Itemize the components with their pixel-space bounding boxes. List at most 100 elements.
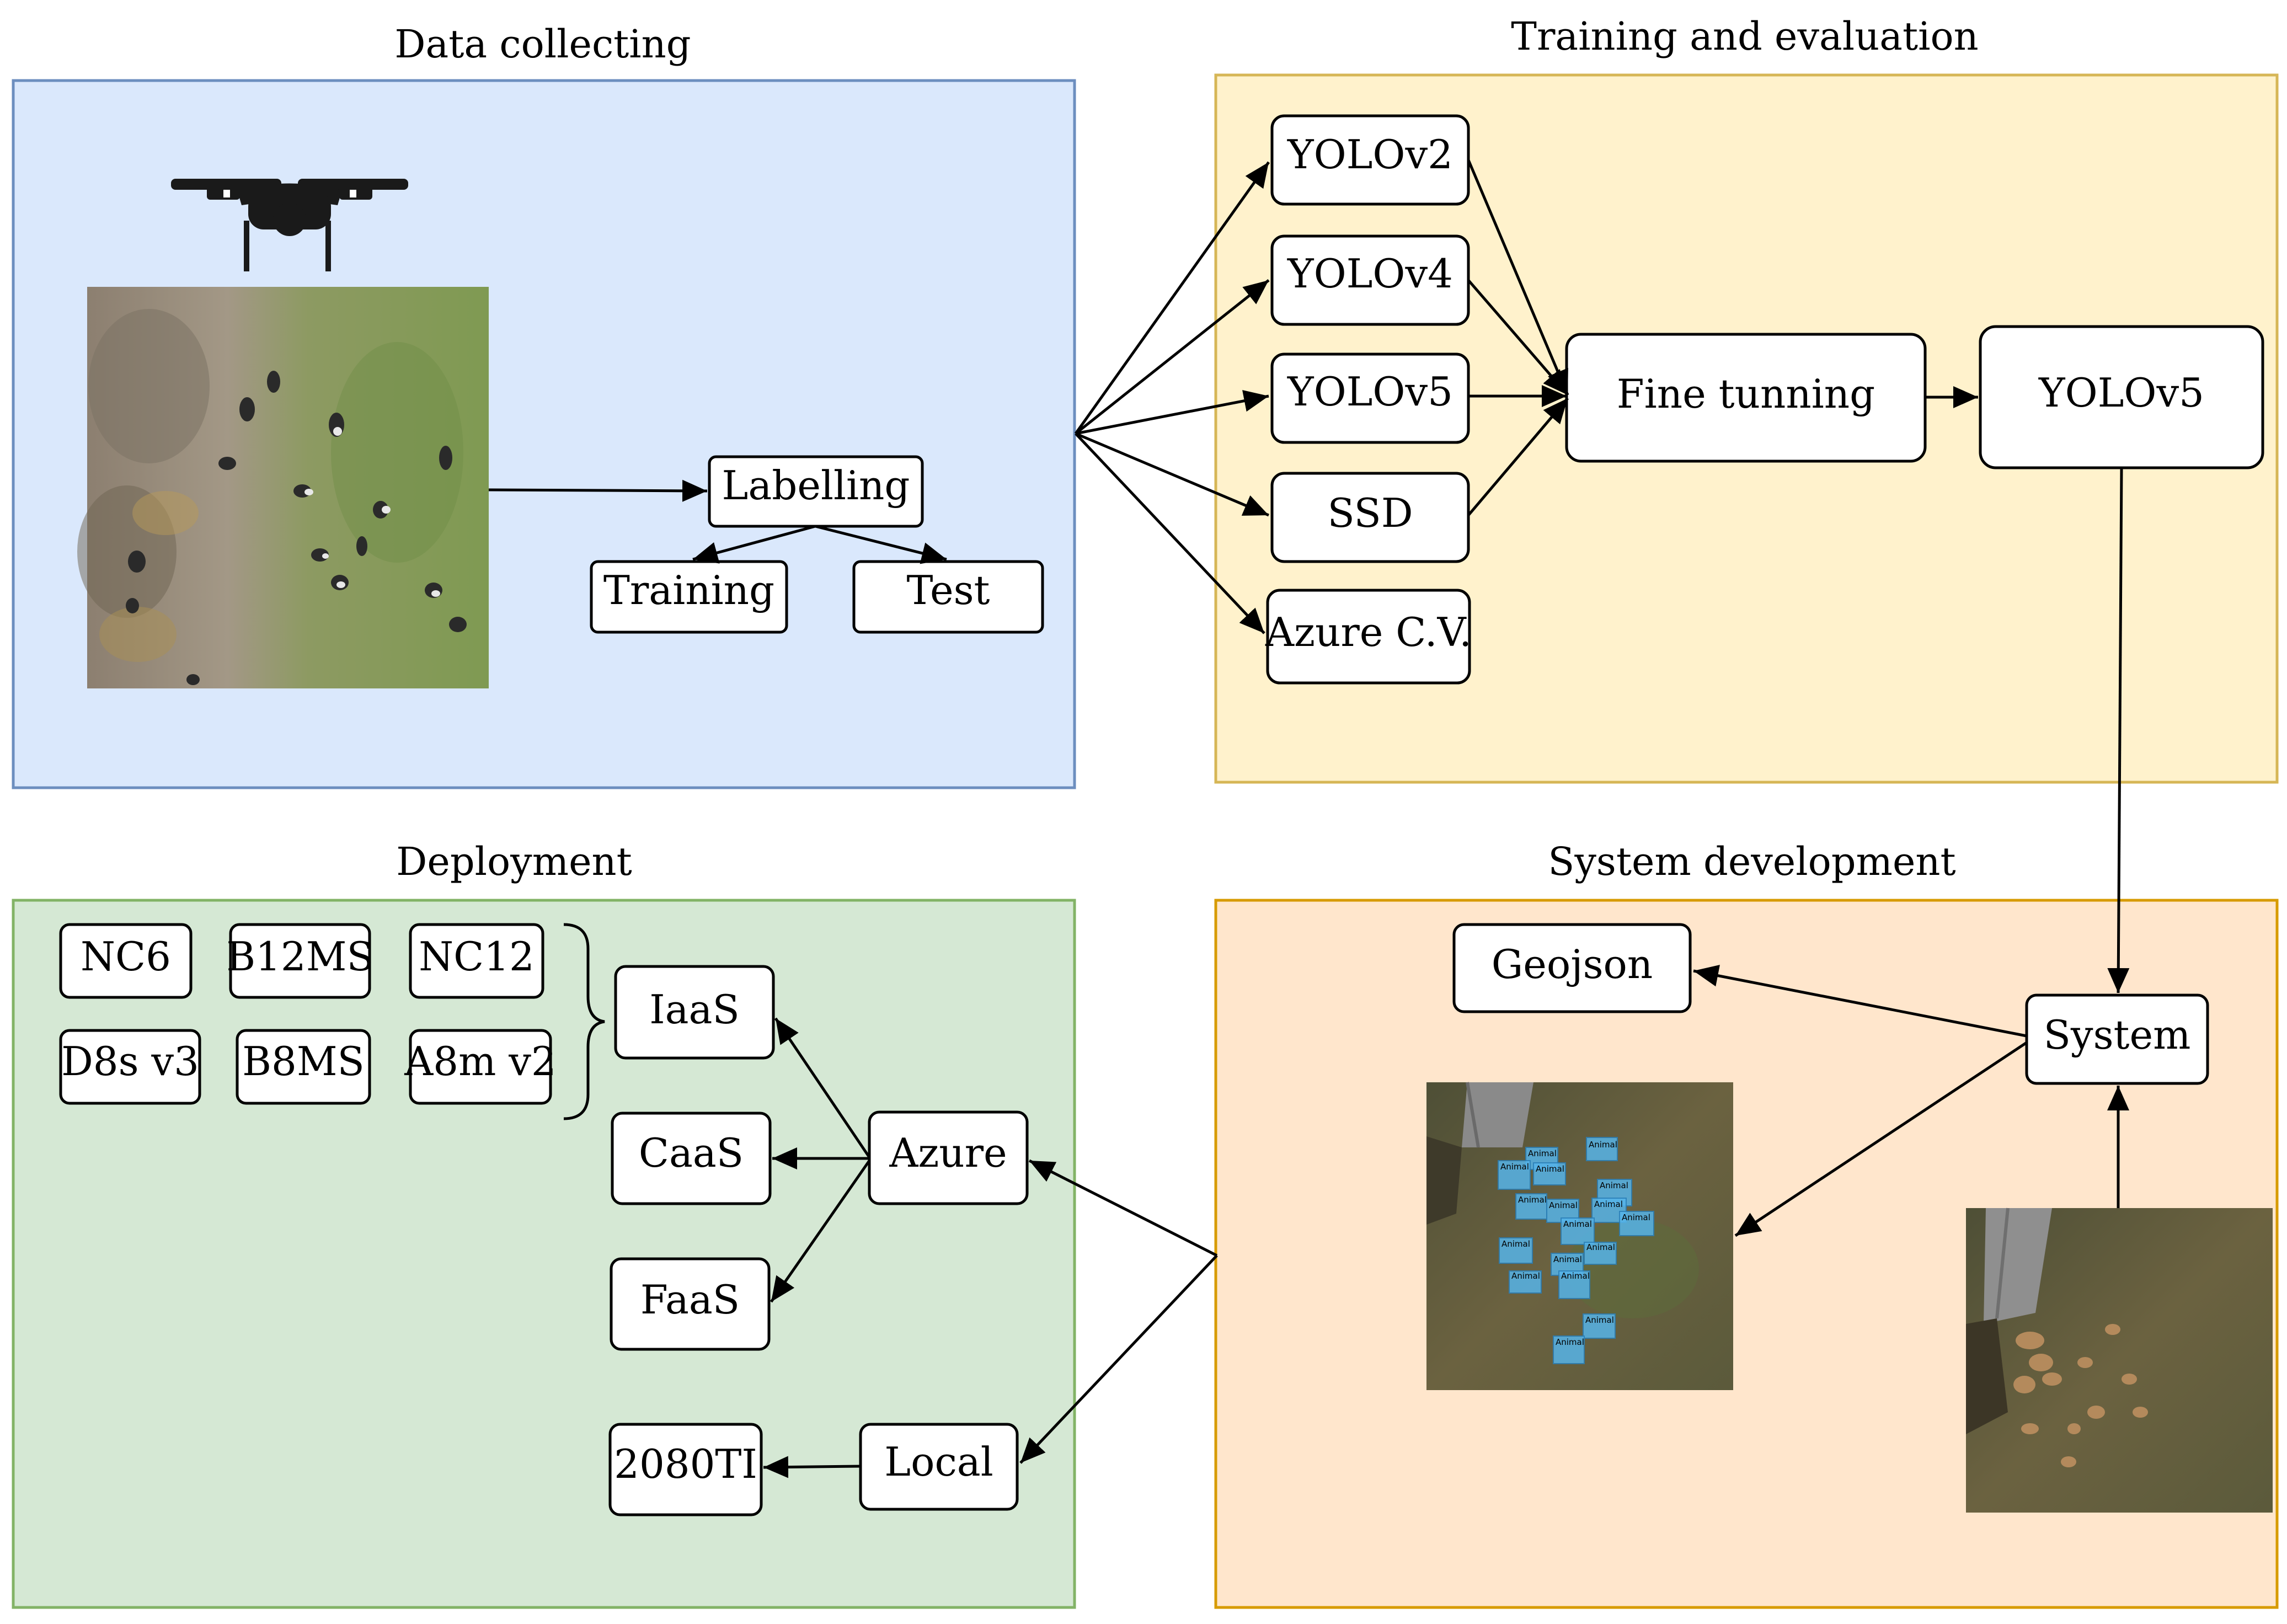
yolov4-label: YOLOv4: [1287, 250, 1453, 297]
geojson-label: Geojson: [1492, 941, 1653, 987]
aerial-barn-photo: [1966, 1208, 2273, 1513]
labelling-label: Labelling: [722, 462, 910, 509]
yolov5-candidate-label: YOLOv5: [1287, 368, 1453, 415]
edge-labelling-to-training: [692, 525, 816, 564]
detection-tag: Animal: [1584, 1242, 1617, 1265]
yolov5-candidate-node: YOLOv5: [1270, 352, 1470, 444]
nc12-node: NC12: [409, 923, 544, 999]
svg-text:Animal: Animal: [1561, 1271, 1590, 1281]
b12ms-label: B12MS: [226, 933, 374, 980]
detection-tag: Animal: [1499, 1237, 1533, 1264]
nc6-node: NC6: [59, 923, 193, 999]
detection-tag: Animal: [1509, 1270, 1542, 1294]
labelling-node: Labelling: [708, 455, 924, 528]
training-set-node: Training: [590, 560, 788, 634]
azure-node: Azure: [868, 1110, 1029, 1205]
test-set-label: Test: [907, 567, 990, 613]
detection-tag: Animal: [1498, 1160, 1531, 1190]
nc6-label: NC6: [81, 933, 171, 980]
edge-yolov5-to-system: [2107, 468, 2130, 993]
detection-result-photo: Animal Animal Animal Animal Animal Anima…: [1426, 1082, 1733, 1390]
svg-text:Animal: Animal: [1556, 1337, 1584, 1347]
edge-yolov2-to-fine-tunning: [1467, 159, 1569, 396]
svg-text:Animal: Animal: [1511, 1271, 1540, 1281]
edge-system-to-geojson: [1693, 964, 2027, 1038]
gpu-2080ti-label: 2080TI: [614, 1441, 757, 1487]
edges: [488, 159, 2130, 1478]
svg-text:Animal: Animal: [1622, 1212, 1650, 1222]
data-collecting-title: Data collecting: [394, 22, 691, 67]
aerial-pasture-photo: [77, 287, 489, 688]
svg-text:Animal: Animal: [1536, 1164, 1564, 1174]
edge-azure-to-iaas: [774, 1017, 871, 1158]
deployment-title: Deployment: [396, 839, 632, 884]
instance-group-brace: [563, 923, 605, 1120]
detection-tag: Animal: [1586, 1137, 1618, 1161]
system-label: System: [2044, 1012, 2191, 1058]
iaas-label: IaaS: [649, 986, 740, 1033]
detection-tag: Animal: [1583, 1313, 1616, 1339]
faas-label: FaaS: [640, 1276, 740, 1323]
svg-text:Animal: Animal: [1528, 1148, 1557, 1158]
edge-ssd-to-fine-tunning: [1467, 397, 1569, 516]
edge-to-azure: [1028, 1159, 1218, 1257]
yolov4-node: YOLOv4: [1270, 234, 1470, 326]
system-node: System: [2025, 993, 2209, 1085]
drone-icon: [171, 179, 408, 271]
yolov2-node: YOLOv2: [1270, 114, 1470, 206]
data-collecting-border: [12, 79, 1076, 789]
test-set-node: Test: [852, 560, 1044, 634]
svg-text:Animal: Animal: [1585, 1315, 1614, 1325]
svg-text:Animal: Animal: [1518, 1195, 1547, 1205]
local-label: Local: [884, 1439, 993, 1485]
azure-label: Azure: [889, 1130, 1007, 1176]
local-node: Local: [859, 1423, 1019, 1511]
nc12-label: NC12: [419, 933, 535, 980]
yolov5-selected-node: YOLOv5: [1979, 325, 2264, 469]
training-evaluation-border: [1214, 73, 2279, 784]
caas-node: CaaS: [611, 1112, 772, 1205]
detection-tag: Animal: [1591, 1198, 1627, 1223]
deployment-border: [12, 899, 1076, 1609]
yolov5-selected-label: YOLOv5: [2038, 370, 2204, 416]
edge-to-yolov4: [1075, 279, 1270, 435]
a8m-v2-node: A8m v2: [404, 1029, 557, 1105]
svg-text:Animal: Animal: [1600, 1180, 1628, 1190]
svg-text:Animal: Animal: [1594, 1199, 1623, 1209]
detection-tag: Animal: [1515, 1193, 1547, 1220]
iaas-node: IaaS: [614, 965, 775, 1060]
edge-to-local: [1019, 1254, 1218, 1464]
svg-text:Animal: Animal: [1549, 1200, 1578, 1210]
ssd-label: SSD: [1327, 490, 1413, 536]
fine-tunning-node: Fine tunning: [1565, 333, 1927, 463]
detection-tag: Animal: [1619, 1211, 1654, 1236]
azure-cv-node: Azure C.V.: [1265, 589, 1472, 685]
faas-node: FaaS: [610, 1257, 771, 1351]
gpu-2080ti-node: 2080TI: [608, 1423, 763, 1516]
d8s-v3-node: D8s v3: [59, 1029, 201, 1105]
azure-cv-label: Azure C.V.: [1265, 609, 1472, 655]
yolov2-label: YOLOv2: [1287, 131, 1453, 178]
svg-text:Animal: Animal: [1563, 1219, 1592, 1229]
edge-to-ssd: [1075, 432, 1269, 517]
a8m-v2-label: A8m v2: [404, 1038, 556, 1085]
svg-text:Animal: Animal: [1589, 1140, 1617, 1150]
b8ms-label: B8MS: [242, 1038, 365, 1085]
edge-to-yolov2: [1074, 161, 1270, 435]
training-evaluation-title: Training and evaluation: [1511, 14, 1978, 59]
detection-tag: Animal: [1533, 1162, 1566, 1185]
b8ms-node: B8MS: [236, 1029, 371, 1105]
edge-labelling-to-test: [815, 525, 947, 564]
training-set-label: Training: [603, 567, 774, 613]
caas-label: CaaS: [639, 1130, 744, 1176]
detection-tag: Animal: [1561, 1217, 1595, 1245]
edge-yolov4-to-fine-tunning: [1467, 279, 1569, 396]
svg-text:Animal: Animal: [1501, 1239, 1530, 1249]
edge-system-to-detection: [1734, 1041, 2028, 1237]
detection-tag: Animal: [1553, 1335, 1585, 1364]
edge-azure-to-faas: [770, 1160, 871, 1303]
fine-tunning-label: Fine tunning: [1617, 371, 1875, 417]
edge-to-yolov5-candidate: [1075, 389, 1269, 435]
b12ms-node: B12MS: [226, 923, 374, 999]
